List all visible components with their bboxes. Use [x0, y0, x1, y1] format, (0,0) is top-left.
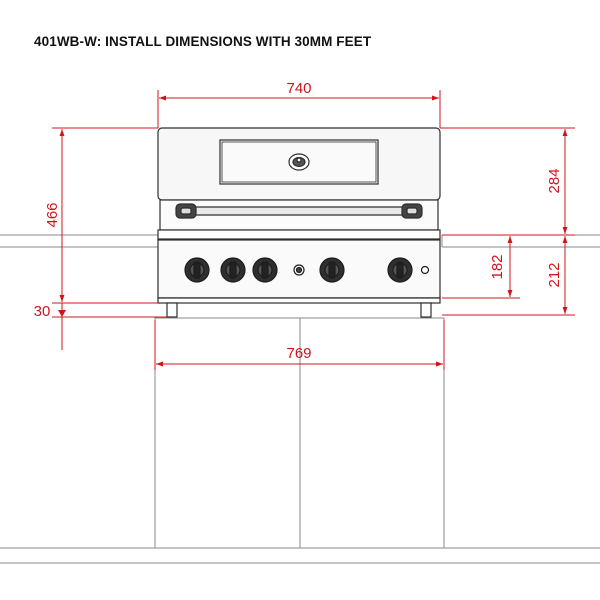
burner-knob-icon	[184, 257, 210, 283]
burner-knob-icon	[252, 257, 278, 283]
cutout-width-label: 769	[286, 345, 311, 362]
below-bench-height-label: 182	[489, 254, 506, 279]
dimension-lines	[52, 90, 575, 370]
diagram-title: 401WB-W: INSTALL DIMENSIONS WITH 30MM FE…	[34, 34, 372, 49]
hood-handle	[175, 203, 423, 219]
temperature-gauge-icon	[288, 153, 310, 171]
above-bench-height-label: 212	[546, 262, 563, 287]
hood-height-label: 284	[546, 168, 563, 193]
burner-knob-icon	[387, 257, 413, 283]
overall-height-label: 466	[44, 202, 61, 227]
burner-knob-icon	[220, 257, 246, 283]
feet	[166, 302, 432, 318]
control-knobs	[184, 257, 430, 283]
feet-height-label: 30	[34, 303, 51, 320]
light-switch-icon	[420, 265, 430, 275]
bbq-grill	[157, 127, 441, 318]
ignition-button-icon	[293, 264, 305, 276]
burner-knob-icon	[319, 257, 345, 283]
overall-width-label: 740	[286, 80, 311, 97]
